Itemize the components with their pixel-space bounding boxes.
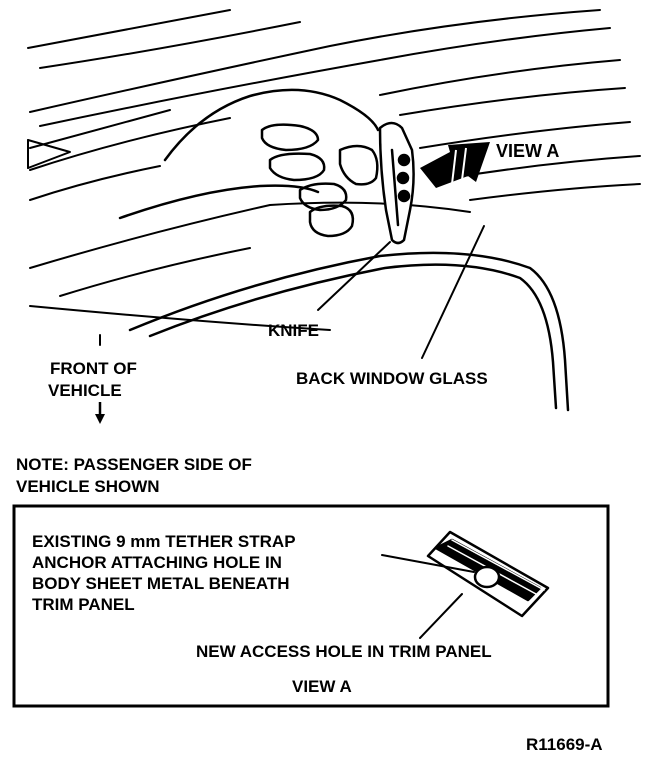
view-a-arrow — [420, 142, 490, 188]
front-of-vehicle-arrow — [95, 402, 105, 424]
back-window-glass-label: BACK WINDOW GLASS — [296, 369, 488, 388]
hand-illustration — [118, 88, 380, 238]
trim-panel-edge — [27, 139, 331, 331]
new-access-hole-label: NEW ACCESS HOLE IN TRIM PANEL — [196, 642, 492, 661]
front-of-vehicle-label-line1: FRONT OF — [50, 359, 137, 378]
existing-hole-label-line3: BODY SHEET METAL BENEATH — [32, 574, 290, 593]
note-line2: VEHICLE SHOWN — [16, 477, 160, 496]
existing-hole-label-line1: EXISTING 9 mm TETHER STRAP — [32, 532, 296, 551]
note-line1: NOTE: PASSENGER SIDE OF — [16, 455, 252, 474]
access-hole — [473, 565, 501, 589]
inset-view-title: VIEW A — [292, 677, 352, 696]
leader-lines — [99, 225, 485, 359]
knife-illustration — [378, 121, 415, 245]
knife-label: KNIFE — [268, 321, 319, 340]
figure-id: R11669-A — [526, 735, 603, 754]
inset-border — [12, 504, 610, 708]
existing-hole-label-line4: TRIM PANEL — [32, 595, 135, 614]
view-a-callout-label: VIEW A — [496, 141, 559, 161]
trim-panel-illustration — [426, 530, 550, 618]
view-a-inset: EXISTING 9 mm TETHER STRAP ANCHOR ATTACH… — [12, 504, 610, 708]
front-of-vehicle-label-line2: VEHICLE — [48, 381, 122, 400]
inset-leader-lines — [381, 554, 475, 639]
back-window-glass — [128, 251, 570, 412]
existing-hole-label-line2: ANCHOR ATTACHING HOLE IN — [32, 553, 282, 572]
